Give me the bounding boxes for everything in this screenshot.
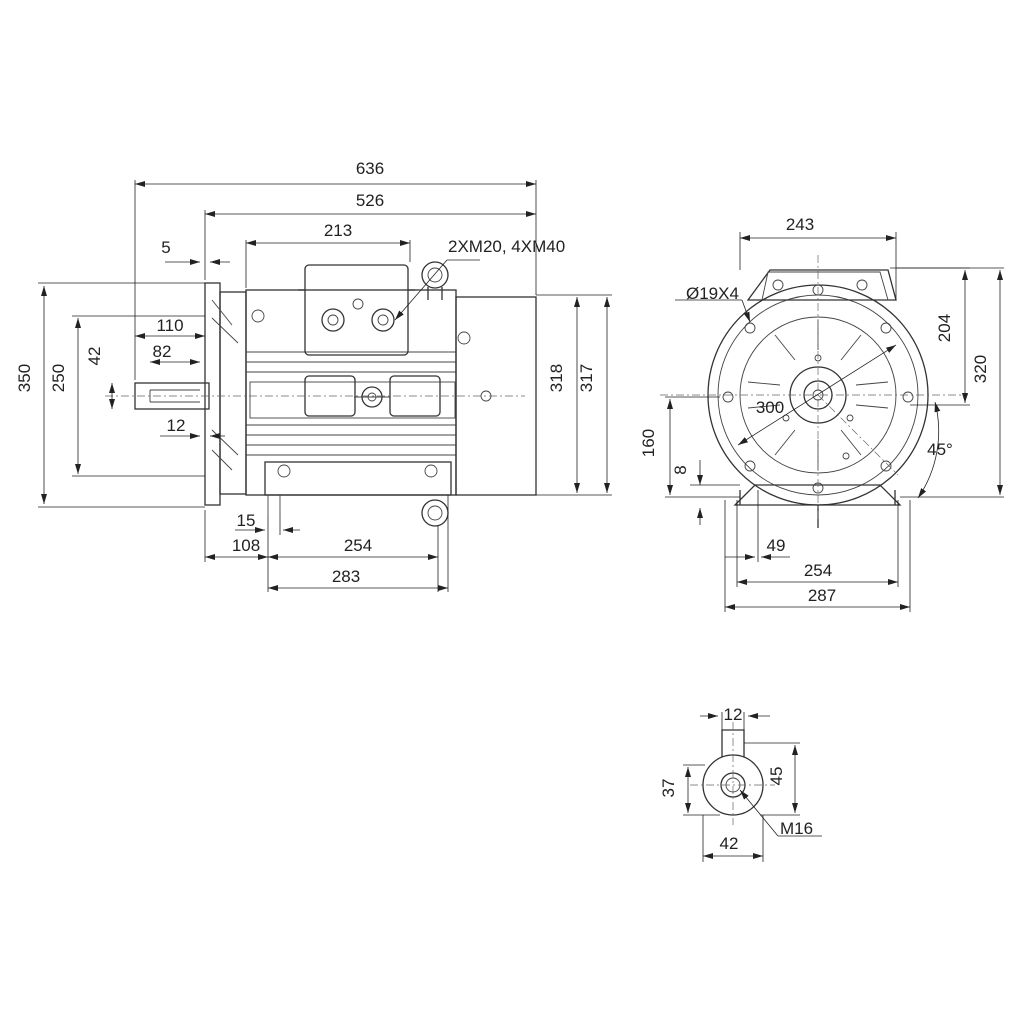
front-view-dimensions bbox=[665, 232, 1004, 612]
lifting-eye-bottom bbox=[421, 499, 449, 527]
dim-shaft-to-foot: 108 bbox=[232, 536, 260, 555]
dim-key-width-side: 12 bbox=[167, 416, 186, 435]
dim-key-height-45: 45 bbox=[767, 767, 786, 786]
dim-height-318: 318 bbox=[547, 364, 566, 392]
flange bbox=[204, 282, 247, 506]
motor-body bbox=[245, 289, 457, 496]
foot bbox=[264, 461, 452, 515]
dim-foot-offset: 15 bbox=[237, 511, 256, 530]
front-diagonal-centerline bbox=[817, 394, 899, 476]
dim-overall-height: 320 bbox=[971, 355, 990, 383]
dim-shaft-length: 110 bbox=[156, 316, 183, 335]
dim-shaft-shoulder: 5 bbox=[161, 238, 170, 257]
dim-angle: 45° bbox=[927, 440, 953, 459]
dim-key-width: 12 bbox=[724, 705, 743, 724]
dim-height-317: 317 bbox=[577, 364, 596, 392]
dim-key-height-37: 37 bbox=[659, 779, 678, 798]
dim-overall-length: 636 bbox=[356, 159, 384, 178]
dim-shaft-dia-end: 42 bbox=[720, 834, 739, 853]
side-view-dimensions bbox=[38, 180, 612, 592]
dim-top-width: 243 bbox=[786, 215, 814, 234]
dim-flange-holes: Ø19X4 bbox=[686, 284, 739, 303]
dim-spigot-diameter: 250 bbox=[49, 364, 68, 392]
dim-key-length: 82 bbox=[153, 342, 172, 361]
dim-foot-width-49: 49 bbox=[767, 536, 786, 555]
dim-cable-entries: 2XM20, 4XM40 bbox=[448, 237, 565, 256]
dim-box-height: 204 bbox=[935, 314, 954, 342]
side-view: 636 526 213 5 110 82 42 12 350 250 318 3… bbox=[15, 159, 612, 592]
dim-shaft-diameter: 42 bbox=[85, 347, 104, 366]
dim-terminal-box-width: 213 bbox=[324, 221, 352, 240]
dim-foot-hole-spacing: 254 bbox=[344, 536, 372, 555]
shaft-end-detail: 12 37 45 42 M16 bbox=[659, 705, 822, 862]
dim-length-no-shaft: 526 bbox=[356, 191, 384, 210]
dim-foot-length: 283 bbox=[332, 567, 360, 586]
dim-thread: M16 bbox=[780, 819, 813, 838]
dim-foot-span-254: 254 bbox=[804, 561, 832, 580]
front-view: 243 Ø19X4 300 45° 204 320 160 8 49 254 2… bbox=[639, 215, 1004, 612]
dim-foot-thickness: 8 bbox=[671, 465, 690, 474]
dim-foot-span-287: 287 bbox=[808, 586, 836, 605]
dim-pcd: 300 bbox=[756, 398, 784, 417]
lifting-eye-top bbox=[421, 261, 449, 300]
dim-shaft-height: 160 bbox=[639, 429, 658, 457]
dim-flange-diameter: 350 bbox=[15, 364, 34, 392]
terminal-box bbox=[251, 264, 471, 356]
